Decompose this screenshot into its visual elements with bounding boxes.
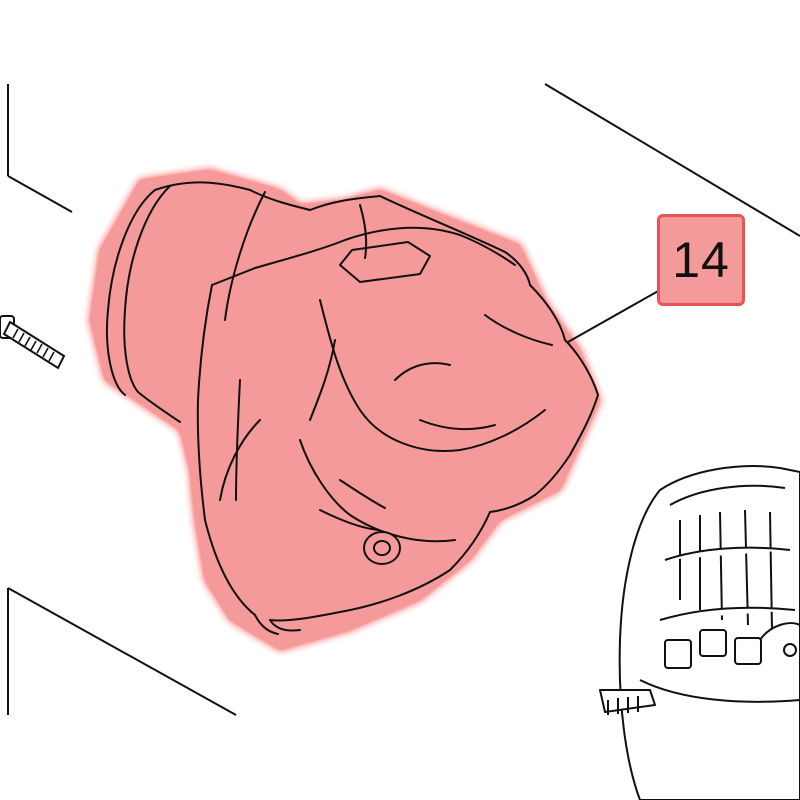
screw-icon <box>0 315 66 370</box>
highlight-fill <box>90 170 600 650</box>
housing-line-art <box>105 181 599 635</box>
leader-line <box>567 289 661 343</box>
gear-cage-icon <box>599 465 800 800</box>
motor-housing-icon <box>90 170 600 650</box>
part-number-label: 14 <box>672 232 730 288</box>
assembly-guide-lines <box>7 83 800 716</box>
part-number-callout: 14 <box>657 214 745 306</box>
